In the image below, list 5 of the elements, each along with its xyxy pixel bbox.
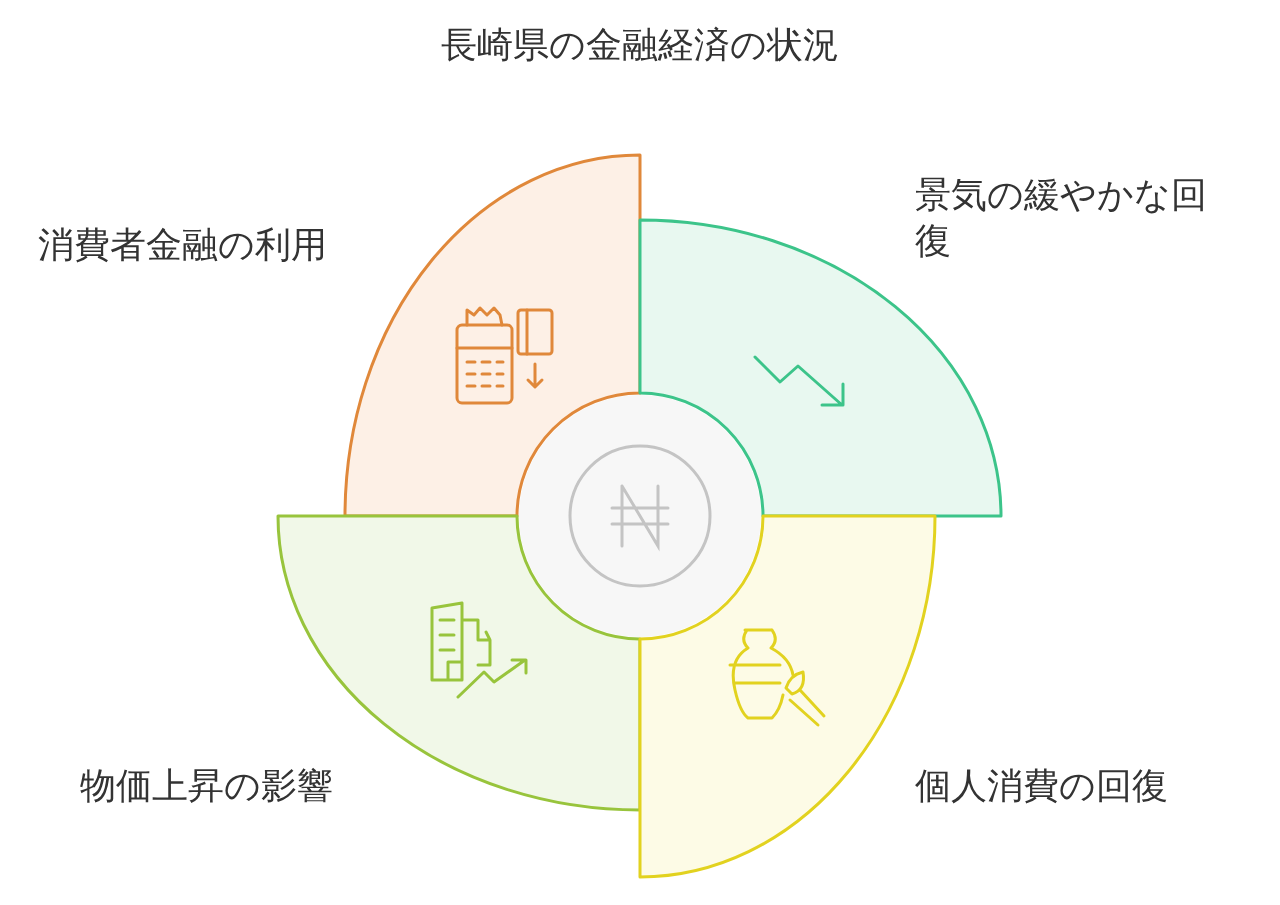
segment-label: 物価上昇の影響 xyxy=(80,764,334,808)
segment-label: 個人消費の回復 xyxy=(915,764,1169,808)
segment-label: 景気の緩やかな回復 xyxy=(915,173,1208,263)
segment-label: 消費者金融の利用 xyxy=(38,223,328,267)
title: 長崎県の金融経済の状況 xyxy=(440,23,840,67)
